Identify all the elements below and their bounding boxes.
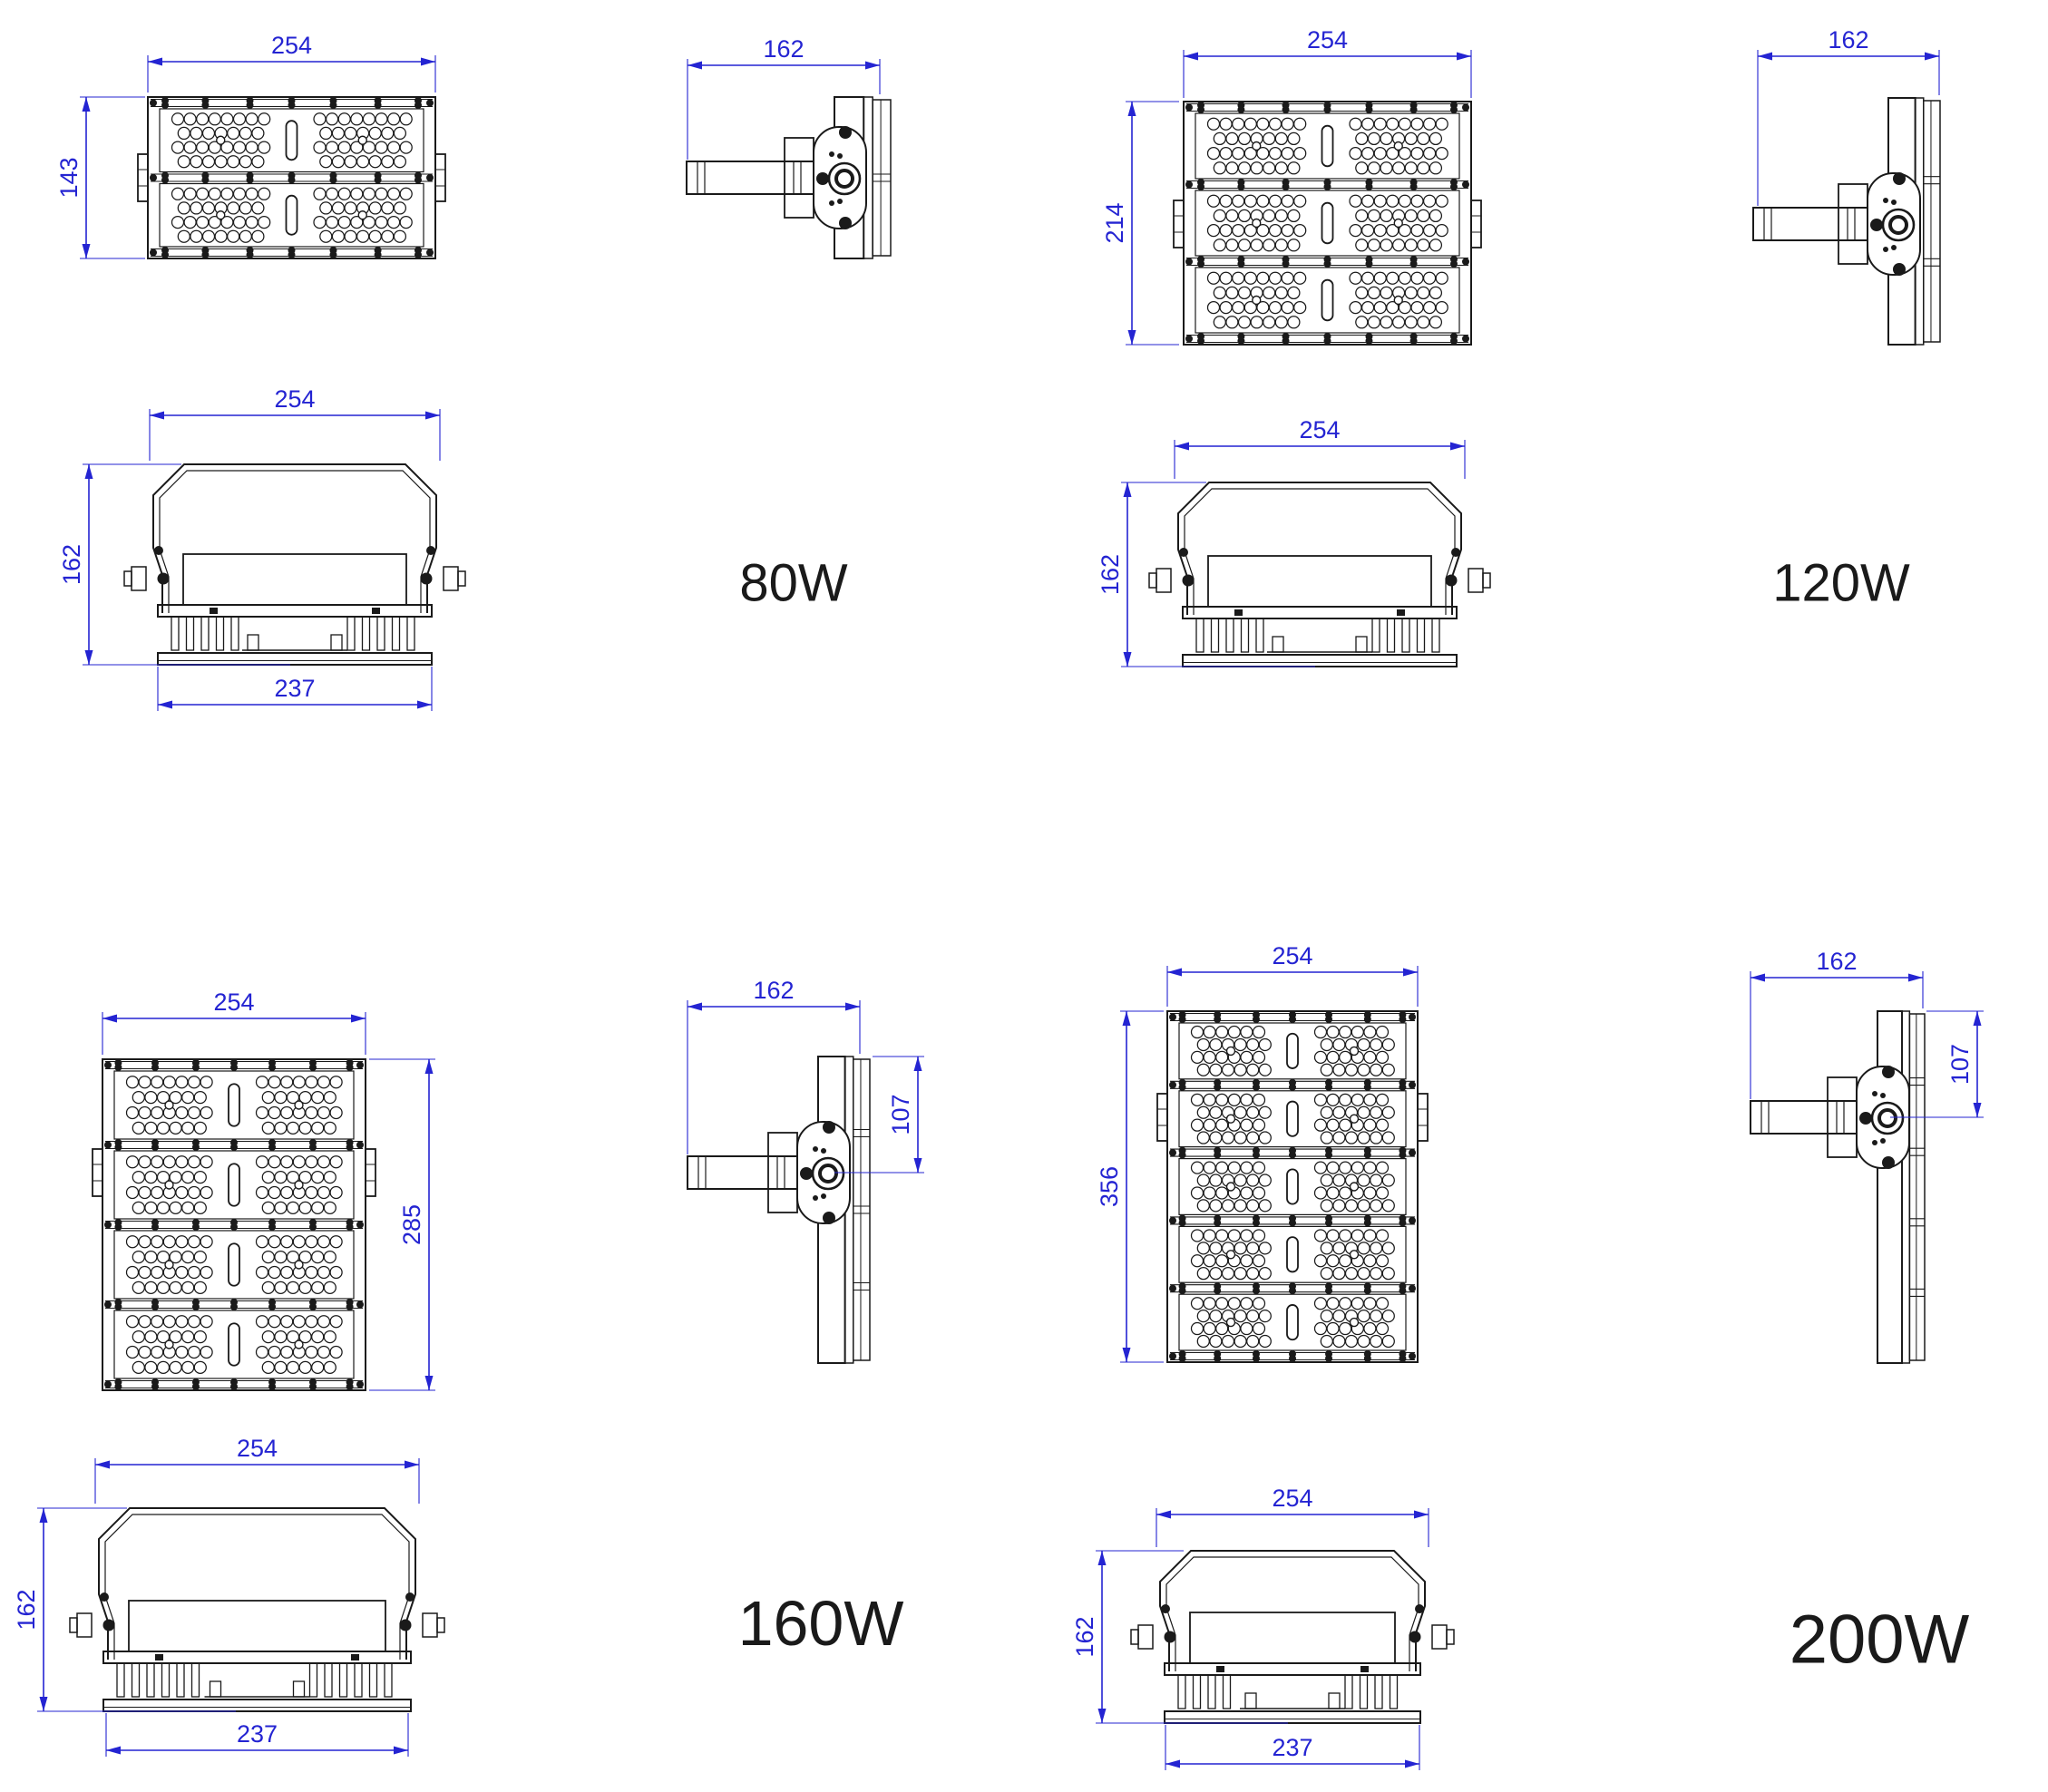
dim-160w-profile-width: 254 xyxy=(94,1435,420,1504)
dimension-annotations: 254 143 162 254 162 237 254 214 162 254 162 254 285 1… xyxy=(13,26,1984,1770)
dim-200w-side-width: 162 xyxy=(1750,948,1924,1099)
dim-160w-side-bracket-offset: 107 xyxy=(834,1056,924,1174)
view-80w-front xyxy=(137,96,446,259)
dim-200w-profile-base-width-text: 237 xyxy=(1272,1734,1312,1761)
dim-200w-profile-width: 254 xyxy=(1156,1485,1429,1547)
view-120w-profile xyxy=(1148,482,1491,667)
dim-200w-side-width-text: 162 xyxy=(1816,948,1857,975)
dim-120w-side-width: 162 xyxy=(1757,26,1940,206)
dim-160w-front-height: 285 xyxy=(369,1058,435,1391)
dim-120w-front-width: 254 xyxy=(1183,26,1472,98)
dim-160w-front-width: 254 xyxy=(102,989,366,1055)
dim-160w-front-height-text: 285 xyxy=(398,1204,425,1245)
dim-80w-profile-width-text: 254 xyxy=(274,385,315,413)
dim-160w-side-width: 162 xyxy=(687,977,861,1154)
dim-200w-front-height: 356 xyxy=(1096,1010,1164,1363)
view-120w-front xyxy=(1173,101,1482,346)
label-160w: 160W xyxy=(737,1588,904,1659)
dim-160w-side-width-text: 162 xyxy=(753,977,794,1004)
dim-80w-side-width: 162 xyxy=(687,35,881,160)
view-200w-side xyxy=(1750,1010,1926,1364)
dim-80w-profile-height: 162 xyxy=(58,463,290,666)
label-120w: 120W xyxy=(1772,553,1910,613)
dim-80w-side-width-text: 162 xyxy=(763,35,804,63)
dim-200w-profile-height: 162 xyxy=(1071,1550,1288,1724)
dim-160w-profile-height-text: 162 xyxy=(13,1589,40,1630)
dim-120w-side-width-text: 162 xyxy=(1828,26,1868,54)
view-160w-profile xyxy=(69,1507,445,1712)
dim-120w-front-height-text: 214 xyxy=(1101,202,1128,243)
dim-160w-profile-width-text: 254 xyxy=(237,1435,278,1462)
dim-80w-front-width: 254 xyxy=(147,32,436,93)
dim-160w-profile-base-width: 237 xyxy=(105,1713,409,1757)
view-160w-front xyxy=(92,1058,376,1391)
dim-80w-front-height-text: 143 xyxy=(55,157,83,198)
view-200w-profile xyxy=(1130,1550,1455,1724)
label-200w: 200W xyxy=(1789,1601,1970,1679)
dim-200w-profile-width-text: 254 xyxy=(1272,1485,1312,1512)
dim-200w-side-bracket-offset: 107 xyxy=(1890,1010,1984,1118)
dim-80w-profile-base-width-text: 237 xyxy=(274,675,315,702)
view-80w-profile xyxy=(123,463,466,666)
dim-120w-profile-width-text: 254 xyxy=(1299,416,1340,443)
view-160w-side xyxy=(687,1056,871,1364)
dim-120w-profile-width: 254 xyxy=(1174,416,1466,479)
dim-120w-front-height: 214 xyxy=(1101,101,1179,346)
dim-120w-front-width-text: 254 xyxy=(1307,26,1348,54)
view-80w-side xyxy=(686,96,892,259)
dim-200w-front-height-text: 356 xyxy=(1096,1166,1123,1207)
dim-200w-front-width-text: 254 xyxy=(1272,942,1312,969)
view-120w-side xyxy=(1752,97,1941,346)
dim-120w-profile-height: 162 xyxy=(1097,482,1315,667)
dim-160w-profile-height: 162 xyxy=(13,1507,236,1712)
dim-160w-profile-base-width-text: 237 xyxy=(237,1720,278,1748)
dim-80w-front-height: 143 xyxy=(55,96,145,259)
dim-200w-front-width: 254 xyxy=(1166,942,1419,1007)
dim-160w-front-width-text: 254 xyxy=(213,989,254,1016)
dim-80w-profile-width: 254 xyxy=(149,385,441,461)
dim-200w-side-bracket-offset-text: 107 xyxy=(1946,1044,1974,1085)
dim-160w-side-bracket-offset-text: 107 xyxy=(887,1094,914,1135)
label-80w: 80W xyxy=(739,553,848,613)
dim-80w-profile-base-width: 237 xyxy=(157,667,433,711)
dim-80w-front-width-text: 254 xyxy=(271,32,312,59)
dim-120w-profile-height-text: 162 xyxy=(1097,554,1124,595)
dim-80w-profile-height-text: 162 xyxy=(58,544,85,585)
dim-200w-profile-height-text: 162 xyxy=(1071,1616,1098,1657)
dim-200w-profile-base-width: 237 xyxy=(1165,1725,1420,1770)
view-200w-front xyxy=(1156,1010,1429,1363)
